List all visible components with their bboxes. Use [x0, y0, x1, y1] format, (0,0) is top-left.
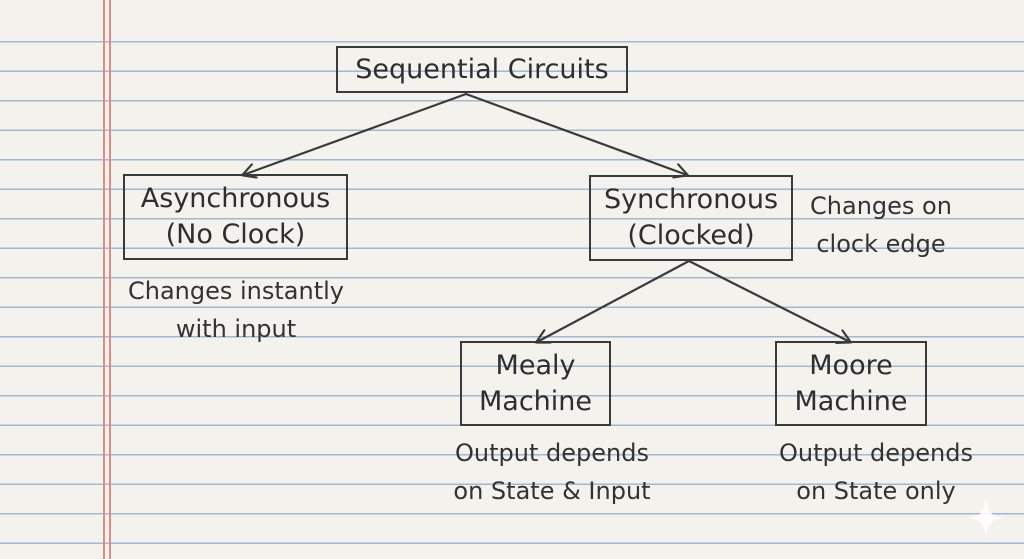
node-moore-line1: Moore: [809, 349, 893, 381]
note-moore-line1: Output depends: [779, 439, 973, 467]
margin-line-left: [103, 0, 105, 559]
note-asynchronous-line2: with input: [175, 315, 297, 343]
node-sequential-circuits-label: Sequential Circuits: [355, 53, 609, 85]
node-mealy-line2: Machine: [478, 385, 593, 417]
note-synchronous-line2: clock edge: [816, 230, 946, 258]
note-moore: Output depends on State only: [770, 434, 982, 510]
note-asynchronous-line1: Changes instantly: [127, 277, 344, 305]
edge-synchronous-to-moore: [687, 259, 850, 342]
node-asynchronous: Asynchronous (No Clock): [123, 174, 348, 260]
note-mealy: Output depends on State & Input: [432, 434, 672, 510]
sparkle-icon: [968, 498, 1004, 538]
node-mealy-line1: Mealy: [495, 349, 576, 381]
node-asynchronous-subtitle: (No Clock): [165, 219, 306, 250]
node-synchronous-subtitle: (Clocked): [627, 220, 755, 251]
edge-synchronous-to-mealy: [537, 259, 691, 342]
margin-line-right: [109, 0, 111, 559]
node-moore-machine: Moore Machine: [775, 341, 927, 426]
node-synchronous-title: Synchronous: [603, 184, 779, 215]
note-synchronous: Changes on clock edge: [801, 187, 961, 263]
node-moore-line2: Machine: [794, 385, 908, 417]
node-asynchronous-title: Asynchronous: [140, 183, 331, 214]
note-asynchronous: Changes instantly with input: [118, 272, 354, 348]
node-synchronous: Synchronous (Clocked): [589, 175, 793, 261]
note-mealy-line1: Output depends: [455, 439, 649, 467]
edge-root-to-asynchronous: [243, 92, 468, 175]
edge-root-to-synchronous: [464, 92, 687, 175]
note-mealy-line2: on State & Input: [453, 477, 651, 505]
node-mealy-machine: Mealy Machine: [460, 341, 611, 426]
node-sequential-circuits: Sequential Circuits: [336, 46, 628, 93]
note-moore-line2: on State only: [796, 477, 956, 505]
note-synchronous-line1: Changes on: [810, 192, 952, 220]
